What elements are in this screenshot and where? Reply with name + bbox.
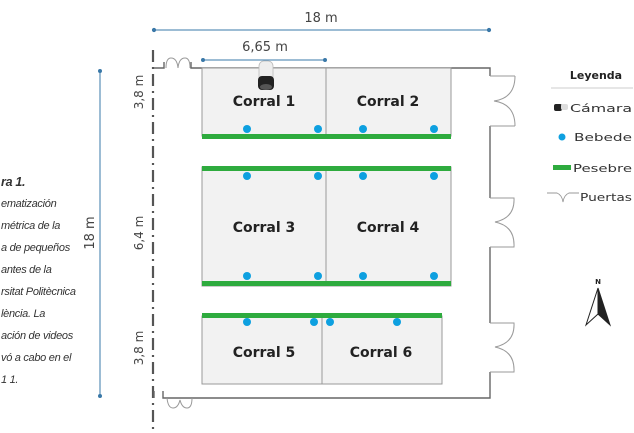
- door-icon: [166, 397, 193, 409]
- dimension-corral-width-label: 6,65 m: [242, 40, 288, 55]
- caption-line: vó a cabo en el: [1, 352, 72, 364]
- dimension-row2-label: 6,4 m: [132, 216, 146, 251]
- caption-line: métrica de la: [1, 220, 61, 232]
- caption-line: rsitat Politècnica: [1, 286, 76, 298]
- drinker-icon: [430, 272, 438, 280]
- feeder: [202, 313, 442, 318]
- legend-item-camera: Cámara: [554, 102, 632, 115]
- dimension-row3-label: 3,8 m: [132, 331, 146, 366]
- drinker-icon: [314, 125, 322, 133]
- door-icon: [490, 197, 515, 248]
- feeder: [202, 166, 451, 171]
- dimension-total-height-label: 18 m: [83, 216, 98, 249]
- door-icon: [547, 192, 579, 203]
- drinker-icon: [243, 172, 251, 180]
- caption-line: ación de videos: [1, 330, 73, 342]
- north-label: N: [595, 278, 601, 286]
- dimension-corral-width: [201, 58, 327, 62]
- drinker-icon: [430, 172, 438, 180]
- drinker-icon: [359, 125, 367, 133]
- corral-6: [321, 315, 443, 385]
- north-arrow-icon: N: [584, 278, 612, 327]
- drinker-icon: [314, 172, 322, 180]
- corral-1-label: Corral 1: [233, 94, 296, 110]
- corral-5: [201, 315, 323, 385]
- figure-caption: ra 1. ematización métrica de la a de peq…: [0, 0, 134, 433]
- legend-title: Leyenda: [570, 69, 622, 82]
- drinker-icon: [243, 318, 251, 326]
- legend-item-feeder: Pesebre: [553, 162, 632, 175]
- legend-item-drinker: Bebede: [558, 131, 632, 144]
- legend-camera-label: Cámara: [570, 102, 632, 115]
- corral-3-label: Corral 3: [233, 220, 296, 236]
- legend-drinker-label: Bebede: [574, 131, 632, 144]
- corral-5-label: Corral 5: [233, 345, 296, 361]
- caption-line: a de pequeños: [1, 242, 70, 254]
- camera-icon: [258, 60, 274, 90]
- drinkers: [243, 125, 438, 326]
- caption-line: antes de la: [1, 264, 52, 276]
- legend-door-label: Puertas: [580, 191, 632, 204]
- legend-feeder-label: Pesebre: [573, 162, 632, 175]
- drinker-icon: [310, 318, 318, 326]
- drinker-icon: [314, 272, 322, 280]
- caption-line: ematización: [1, 198, 57, 210]
- feeder: [202, 281, 451, 286]
- corral-2-label: Corral 2: [357, 94, 420, 110]
- drinker-icon: [430, 125, 438, 133]
- feeder-icon: [553, 165, 571, 170]
- dimension-row1-label: 3,8 m: [132, 75, 146, 110]
- caption-title: ra 1.: [1, 175, 26, 189]
- drinker-icon: [359, 272, 367, 280]
- dimension-total-width: [151, 27, 492, 33]
- corral-row-2: [201, 166, 452, 287]
- feeder: [202, 134, 451, 139]
- legend-item-door: Puertas: [547, 191, 632, 204]
- corral-4-label: Corral 4: [357, 220, 420, 236]
- drinker-icon: [393, 318, 401, 326]
- drinker-icon: [359, 172, 367, 180]
- drinker-icon: [326, 318, 334, 326]
- corral-row-3: [201, 313, 443, 385]
- door-icon: [490, 322, 515, 373]
- corral-6-label: Corral 6: [350, 345, 413, 361]
- legend: Leyenda Cámara Bebede Pesebre Puertas: [547, 69, 633, 204]
- dimension-total-width-label: 18 m: [304, 11, 337, 26]
- door-icon: [165, 57, 191, 69]
- caption-line: lència. La: [1, 308, 46, 320]
- door-icon: [490, 75, 516, 127]
- drinker-icon: [558, 133, 566, 141]
- camera-icon: [554, 104, 568, 111]
- corral-4: [325, 166, 452, 287]
- caption-line: 1 1.: [1, 374, 19, 386]
- drinker-icon: [243, 125, 251, 133]
- drinker-icon: [243, 272, 251, 280]
- corral-2: [325, 67, 452, 137]
- dimension-total-height: [98, 69, 102, 398]
- corral-row-1: [201, 67, 452, 139]
